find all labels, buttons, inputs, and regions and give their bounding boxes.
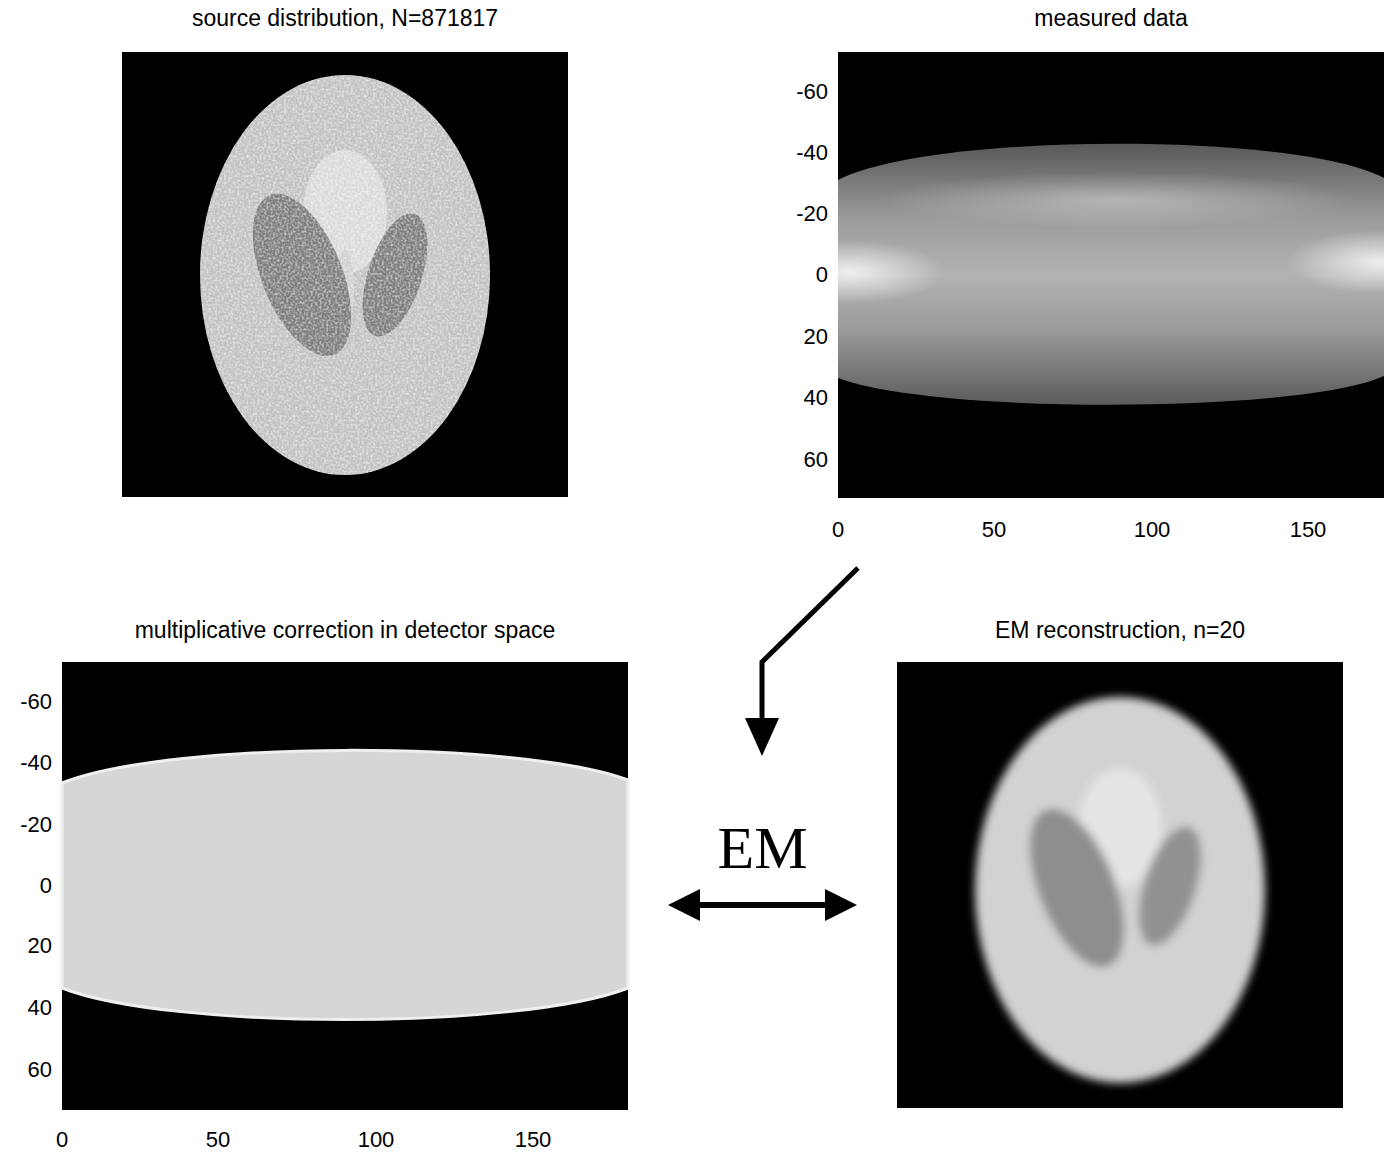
- arrow-line: [762, 568, 858, 722]
- arrow-head: [825, 889, 857, 921]
- axis-tick-label: 0: [40, 873, 52, 899]
- axis-tick-label: 100: [1134, 517, 1171, 543]
- image-panel: multiplicative correction in detector sp…: [62, 615, 628, 1110]
- axis-tick-label: 50: [206, 1127, 230, 1152]
- phantom-image: [122, 52, 568, 497]
- dark-ellipse: [1010, 796, 1143, 980]
- phantom-outline: [975, 697, 1265, 1083]
- axis-tick-label: -40: [20, 750, 52, 776]
- axis-tick-label: 0: [816, 262, 828, 288]
- input-arrow: [745, 568, 858, 756]
- arrow-head: [745, 718, 779, 756]
- axis-tick-label: -60: [20, 689, 52, 715]
- panel-title: multiplicative correction in detector sp…: [135, 617, 556, 644]
- sinogram-image: [755, 52, 1384, 498]
- image-background: [122, 52, 568, 497]
- bright-lobe: [755, 240, 945, 304]
- image-background: [897, 662, 1343, 1108]
- image-background: [62, 662, 628, 1110]
- image-panel: source distribution, N=871817: [122, 0, 568, 497]
- axis-tick-label: 150: [515, 1127, 552, 1152]
- edge-label: EM: [714, 818, 812, 878]
- image-panel: EM reconstruction, n=20: [897, 615, 1343, 1108]
- axis-tick-label: -20: [20, 812, 52, 838]
- noise-texture: [195, 70, 495, 480]
- panel-title: measured data: [1034, 5, 1187, 32]
- reconstruction-image: [897, 662, 1343, 1108]
- double-arrow: [668, 889, 857, 921]
- axis-tick-label: 40: [804, 385, 828, 411]
- axis-tick-label: 60: [804, 447, 828, 473]
- bright-lobe: [1285, 230, 1384, 294]
- panel-title: source distribution, N=871817: [192, 5, 498, 32]
- panel-title: EM reconstruction, n=20: [995, 617, 1245, 644]
- axis-tick-label: -60: [796, 79, 828, 105]
- arrow-head: [668, 889, 700, 921]
- axis-tick-label: 20: [804, 324, 828, 350]
- axis-tick-label: 150: [1290, 517, 1327, 543]
- axis-tick-label: 0: [832, 517, 844, 543]
- axis-tick-label: -20: [796, 201, 828, 227]
- image-panel: measured data: [838, 0, 1384, 498]
- axis-tick-label: 40: [28, 995, 52, 1021]
- arrow-line: [696, 902, 829, 908]
- correction-band: [62, 750, 628, 1019]
- axis-tick-label: 100: [358, 1127, 395, 1152]
- axis-tick-label: 20: [28, 933, 52, 959]
- axis-tick-label: 0: [56, 1127, 68, 1152]
- axis-tick-label: -40: [796, 140, 828, 166]
- dark-ellipse: [1126, 819, 1214, 953]
- bright-lobe: [877, 172, 1357, 228]
- correction-image: [62, 662, 628, 1110]
- axis-tick-label: 60: [28, 1057, 52, 1083]
- axis-tick-label: 50: [982, 517, 1006, 543]
